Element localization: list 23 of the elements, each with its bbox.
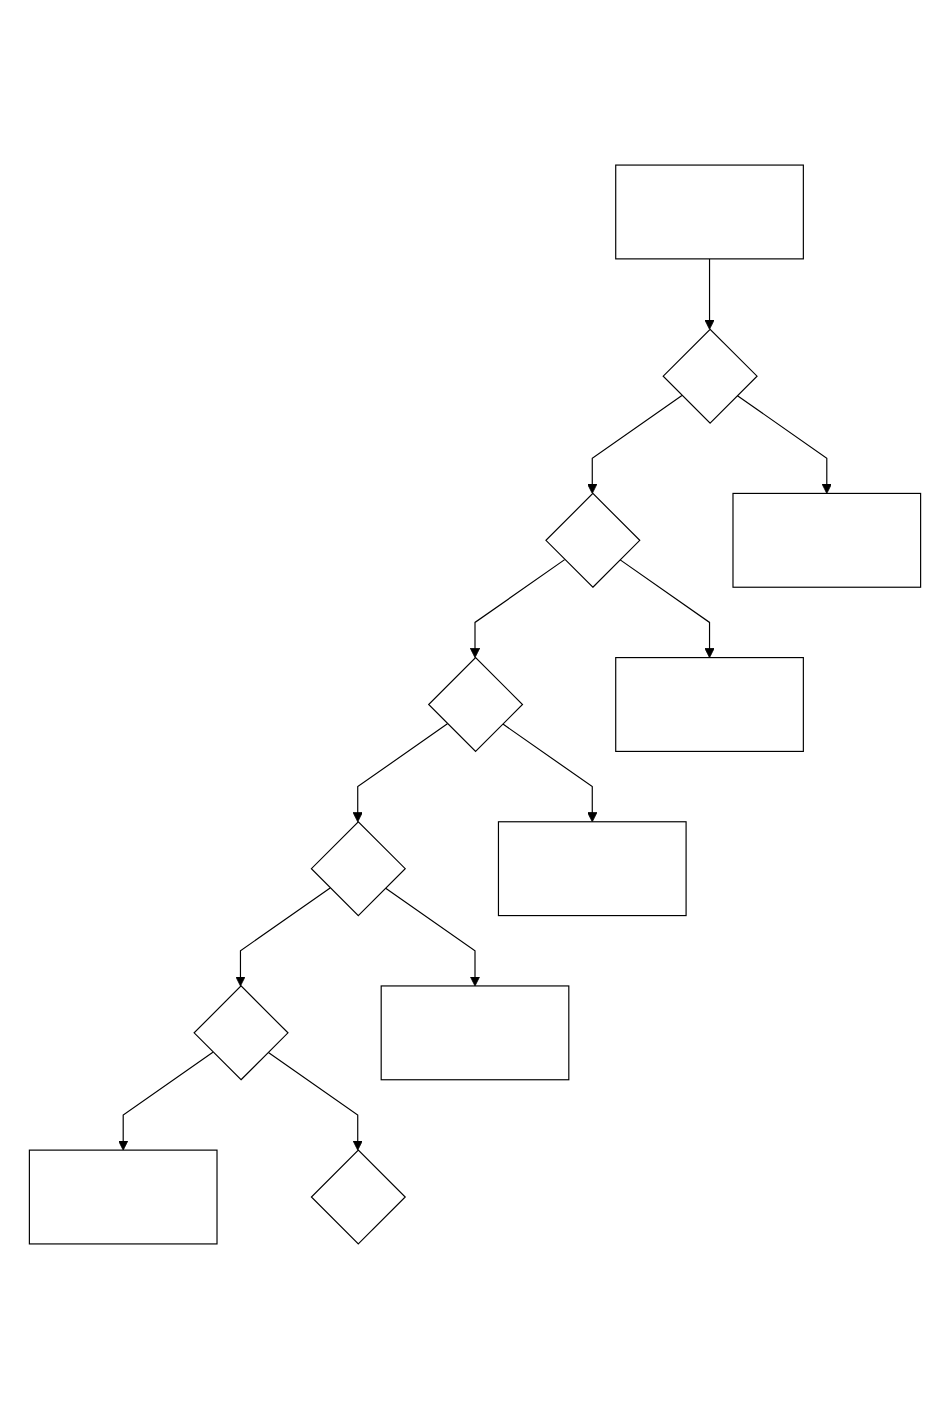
arrow [736,394,832,494]
node-diamond [662,328,758,424]
node-diamond [427,656,524,753]
arrow [118,1051,214,1151]
arrow [469,559,566,659]
node-box [615,657,804,752]
node-diamond [310,1149,407,1245]
node-box [615,164,804,260]
arrow [352,723,448,823]
node-box [732,492,922,588]
arrow [235,887,331,987]
node-box [28,1149,218,1245]
arrow [704,258,715,330]
arrow [587,394,683,494]
node-box [497,821,687,917]
node-diamond [193,985,289,1081]
node-diamond [545,492,641,589]
arrow [384,887,481,987]
node-diamond [310,820,407,917]
node-box [380,985,570,1081]
arrow [502,723,598,823]
arrow [267,1051,363,1151]
arrow [619,559,715,659]
